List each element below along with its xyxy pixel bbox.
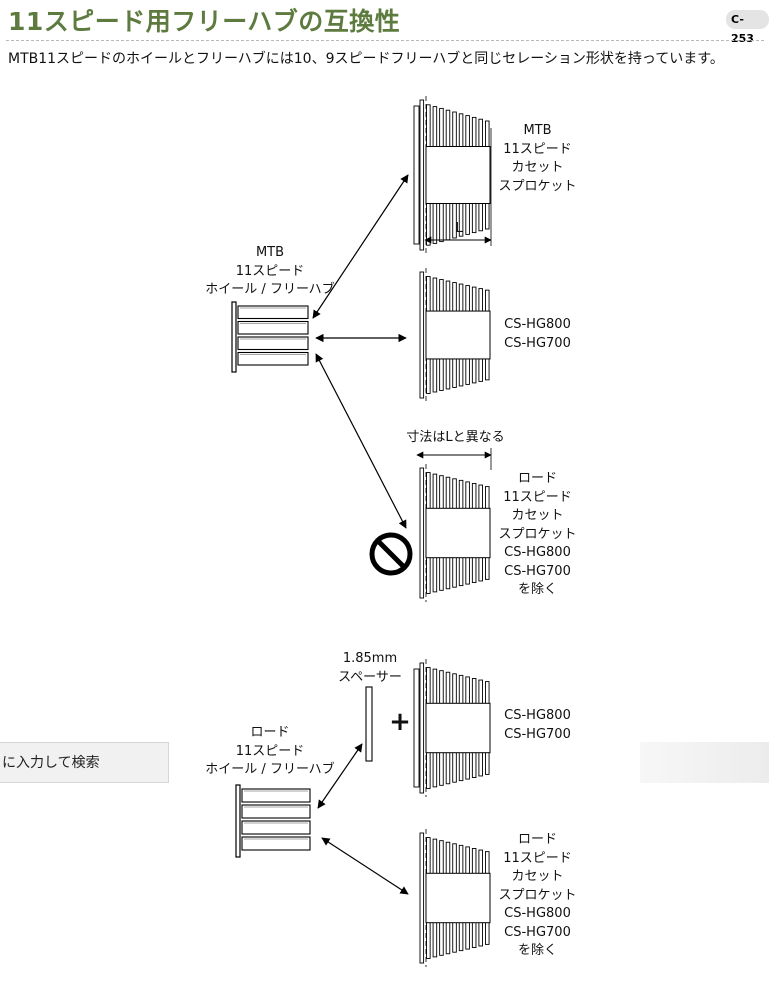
hub-mtb [231,301,309,373]
cassette-road-2 [419,829,491,967]
cassette-mtb [413,96,491,254]
hub-label-road: ロード 11スピード ホイール / フリーハブ [205,725,335,777]
dimension-note: 寸法はLと異なる [406,430,505,445]
hub-label-mtb: MTB 11スピード ホイール / フリーハブ [205,245,335,297]
search-input[interactable]: に入力して検索 [0,742,169,783]
cassette-hg-2 [413,659,491,797]
page-title: 11スピード用フリーハブの互換性 [8,7,401,36]
arrow-to-road [315,353,407,529]
length-label: L [455,221,463,236]
arrow-to-mtb [312,174,409,319]
cassette-label-hg: CS-HG800 CS-HG700 [504,317,571,351]
overlay-panel [640,742,769,783]
cassette-road [419,464,491,602]
cassette-label-road-2: ロード 11スピード カセット スプロケット CS-HG800 CS-HG700… [498,832,577,958]
spacer-label: 1.85mm スペーサー [338,651,402,685]
intro-paragraph: MTB11スピードのホイールとフリーハブには10、9スピードフリーハブと同じセレ… [8,51,724,67]
page-code-badge: C-253 [726,10,769,45]
arrow-to-spacer [317,743,363,809]
arrow-to-road-2 [321,837,409,895]
cassette-label-mtb: MTB 11スピード カセット スプロケット [498,123,577,194]
plus-sign: + [389,707,411,737]
cassette-hg [419,268,491,402]
hub-road [235,784,311,858]
title-divider [6,40,764,41]
spacer-ring [365,686,373,762]
cassette-label-hg-2: CS-HG800 CS-HG700 [504,708,571,742]
prohibited-icon [369,532,413,576]
cassette-label-road: ロード 11スピード カセット スプロケット CS-HG800 CS-HG700… [498,471,577,597]
